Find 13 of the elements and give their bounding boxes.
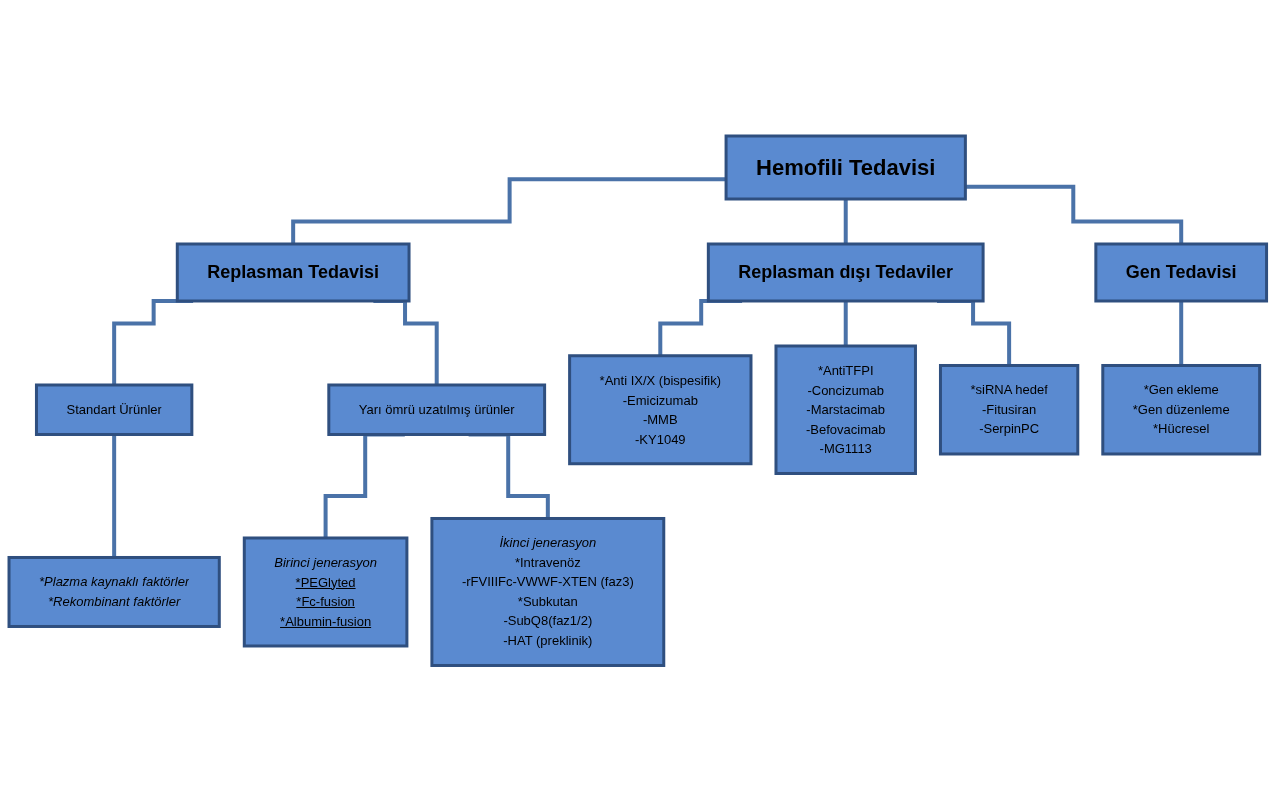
node-box: *AntiTFPI -Concizumab -Marstacimab -Befovacimab -MG1113 [774, 344, 917, 475]
node-box: Yarı ömrü uzatılmış ürünler [327, 383, 546, 436]
node-box: *Anti IX/X (bispesifik) -Emicizumab -MMB -KY1049 [567, 354, 753, 465]
node-box: *Gen ekleme *Gen düzenleme *Hücresel [1101, 363, 1261, 456]
node-box: *siRNA hedef -Fitusiran -SerpinPC [938, 363, 1079, 456]
node-box: Birinci jenerasyon *PEGlyted *Fc-fusion *Albumin-fusion [242, 536, 409, 648]
node-box: Gen Tedavisi [1094, 242, 1268, 303]
node-box: Hemofili Tedavisi [724, 134, 967, 201]
node-box: Replasman Tedavisi [175, 242, 411, 303]
node-box: Standart Ürünler [34, 383, 194, 436]
node-box: Replasman dışı Tedaviler [706, 242, 985, 303]
node-box: İkinci jenerasyon *Intravenöz -rFVIIIFc-VWWF-XTEN (faz3) *Subkutan -SubQ8(faz1/2) -HAT (preklinik) [430, 516, 665, 667]
node-box: *Plazma kaynaklı faktörler *Rekombinant faktörler [7, 555, 221, 628]
